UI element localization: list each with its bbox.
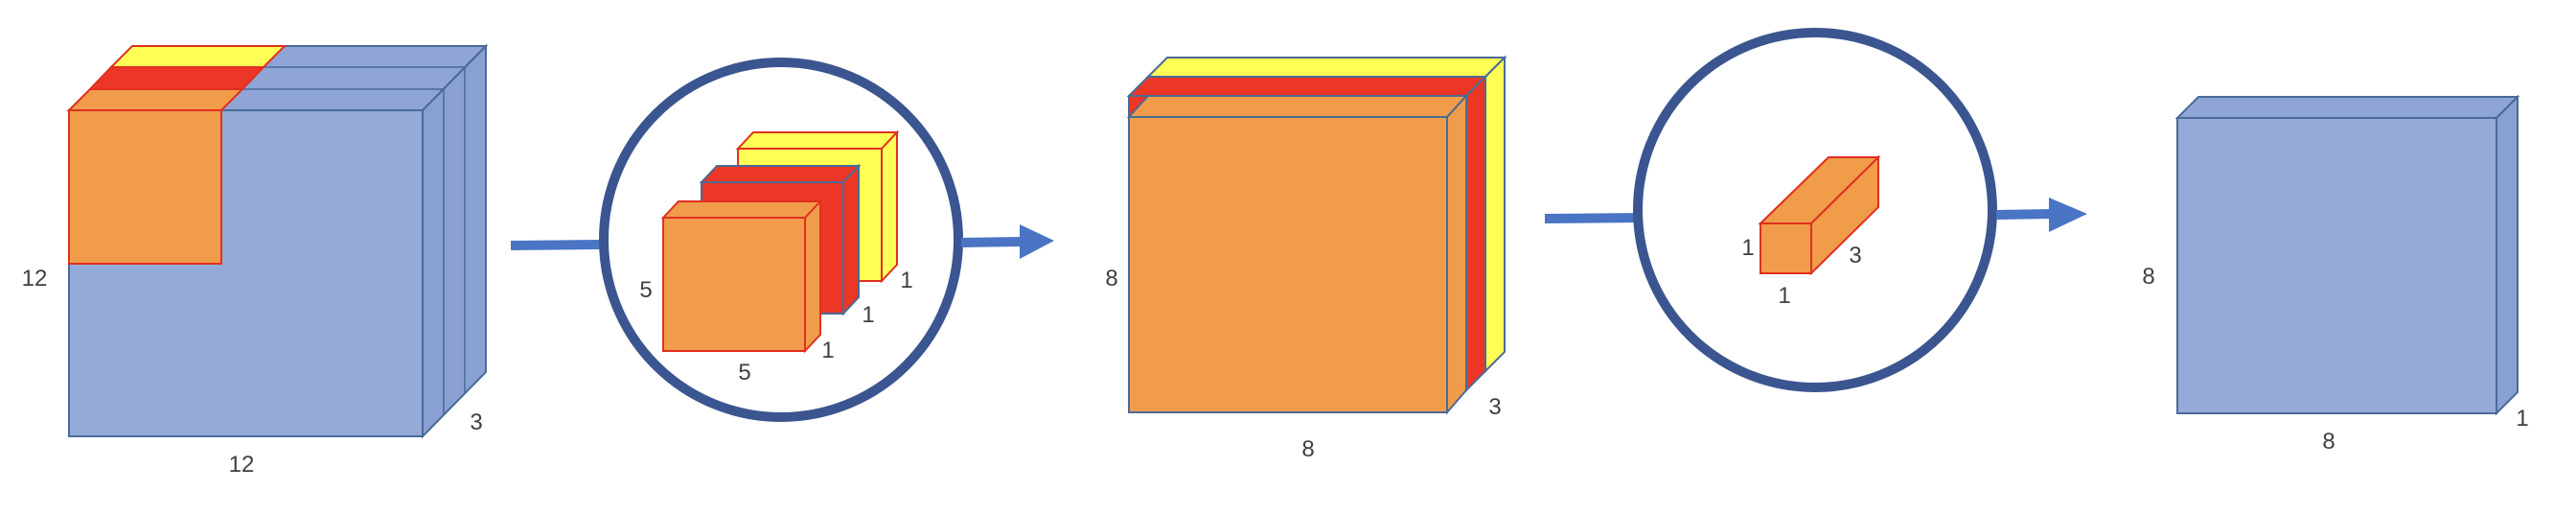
filter-depth-label-yellow: 1	[900, 268, 912, 293]
output-height-label: 8	[2142, 264, 2154, 290]
feature-maps-depth-label: 3	[1488, 394, 1501, 420]
pointwise-filter	[1758, 154, 1881, 276]
flow-arrow	[1995, 198, 2087, 232]
arrow-head-icon	[1020, 224, 1054, 259]
filter-orange	[660, 199, 823, 354]
flow-arrow	[960, 224, 1054, 259]
input-height-label: 12	[22, 266, 48, 292]
pointwise-width-label: 1	[1778, 283, 1790, 309]
flow-connector-line	[1544, 213, 1644, 223]
feature-maps-height-label: 8	[1105, 266, 1117, 292]
input-volume-side-face	[422, 43, 487, 439]
filter-width-label: 5	[738, 360, 750, 386]
feature-map-orange	[1126, 93, 1469, 415]
input-window-orange-front	[68, 109, 222, 265]
input-window-orange-top	[66, 88, 245, 111]
filter-depth-label-red: 1	[862, 302, 874, 328]
output-volume-front-face	[2176, 117, 2497, 414]
input-depth-label: 3	[470, 409, 482, 435]
output-depth-label: 1	[2516, 406, 2528, 432]
input-window-yellow-layer	[108, 45, 288, 68]
filter-depth-label-orange: 1	[821, 338, 834, 363]
pointwise-filter-lens: 1 1 3	[1633, 28, 1997, 392]
pointwise-depth-label: 3	[1849, 243, 1861, 269]
input-volume: 12 12 3	[22, 43, 489, 478]
feature-maps-width-label: 8	[1301, 436, 1314, 462]
output-volume-side-face	[2496, 94, 2518, 416]
feature-maps: 8 8 3	[1105, 55, 1507, 462]
input-window-red-layer	[87, 66, 266, 90]
filter-height-label: 5	[639, 277, 652, 303]
output-volume: 8 8 1	[2142, 94, 2529, 455]
output-width-label: 8	[2322, 429, 2334, 455]
input-width-label: 12	[229, 452, 255, 478]
pointwise-height-label: 1	[1741, 235, 1754, 261]
output-volume-top-face	[2174, 96, 2520, 119]
arrow-head-icon	[2049, 198, 2087, 232]
depthwise-filter-lens: 5 5 1 1 1	[599, 58, 963, 422]
